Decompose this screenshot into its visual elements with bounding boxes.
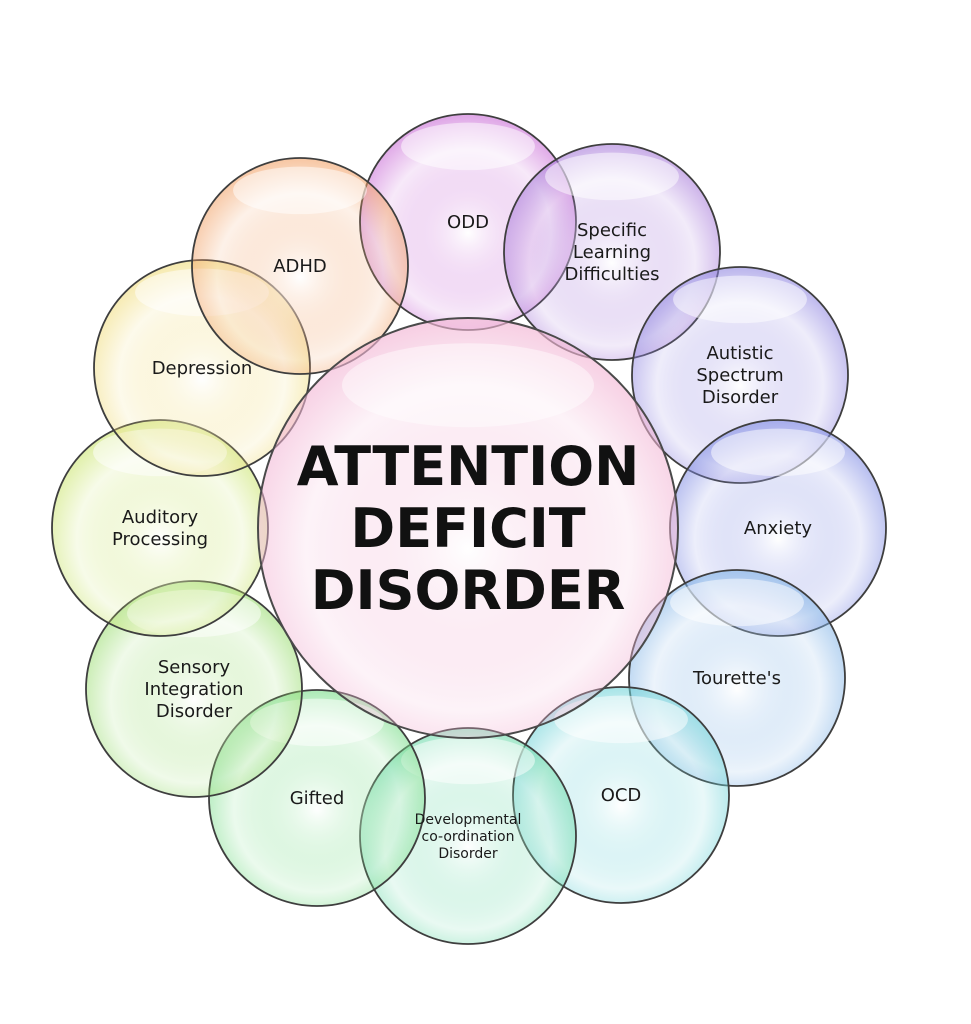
bubble-gloss-odd: [401, 122, 535, 171]
bubble-label-line: Developmental: [415, 812, 522, 828]
bubble-gloss-autistic-spectrum-disorder: [673, 275, 807, 324]
bubble-gloss-ocd: [554, 695, 688, 744]
bubble-label-line: Difficulties: [564, 264, 659, 285]
bubble-label-line: Disorder: [438, 846, 498, 862]
center-title-line: DISORDER: [311, 559, 626, 622]
outer-circles: [51, 113, 887, 945]
bubble-label-line: ODD: [447, 212, 489, 233]
bubble-gloss-anxiety: [711, 428, 845, 477]
bubble-gloss-adhd: [233, 166, 367, 215]
bubble-label-line: Disorder: [156, 701, 233, 722]
bubble-label-line: Auditory: [122, 507, 199, 528]
bubble-label-anxiety: Anxiety: [744, 518, 813, 539]
bubble-label-line: Learning: [573, 242, 651, 263]
bubble-label-depression: Depression: [152, 358, 253, 379]
bubble-label-odd: ODD: [447, 212, 489, 233]
bubble-label-tourettes: Tourette's: [692, 668, 781, 689]
bubble-label-line: Tourette's: [692, 668, 781, 689]
bubble-label-line: Anxiety: [744, 518, 813, 539]
bubble-label-line: Autistic: [706, 343, 773, 364]
bubble-label-line: Depression: [152, 358, 253, 379]
bubble-adhd: [191, 157, 409, 375]
bubble-label-ocd: OCD: [601, 785, 642, 806]
bubble-gloss-specific-learning-difficulties: [545, 152, 679, 201]
bubble-label-line: Processing: [112, 529, 208, 550]
center-circle: [257, 317, 679, 739]
bubble-label-line: co-ordination: [422, 829, 515, 845]
bubble-label-line: Specific: [577, 220, 647, 241]
bubble-label-adhd: ADHD: [273, 256, 327, 277]
bubble-label-line: OCD: [601, 785, 642, 806]
bubble-gloss-tourettes: [670, 578, 804, 627]
bubble-label-gifted: Gifted: [290, 788, 345, 809]
bubble-circle-adhd: [191, 157, 409, 375]
center-title-line: ATTENTION: [297, 435, 640, 498]
center-gloss: [342, 343, 594, 428]
bubble-label-line: Spectrum: [696, 365, 783, 386]
bubble-gloss-developmental-coordination-disorder: [401, 736, 535, 785]
bubble-label-line: Integration: [144, 679, 243, 700]
center-title-line: DEFICIT: [350, 497, 585, 560]
bubble-label-line: Gifted: [290, 788, 345, 809]
bubble-label-line: Disorder: [702, 387, 779, 408]
bubble-label-line: Sensory: [158, 657, 231, 678]
bubble-label-line: ADHD: [273, 256, 327, 277]
